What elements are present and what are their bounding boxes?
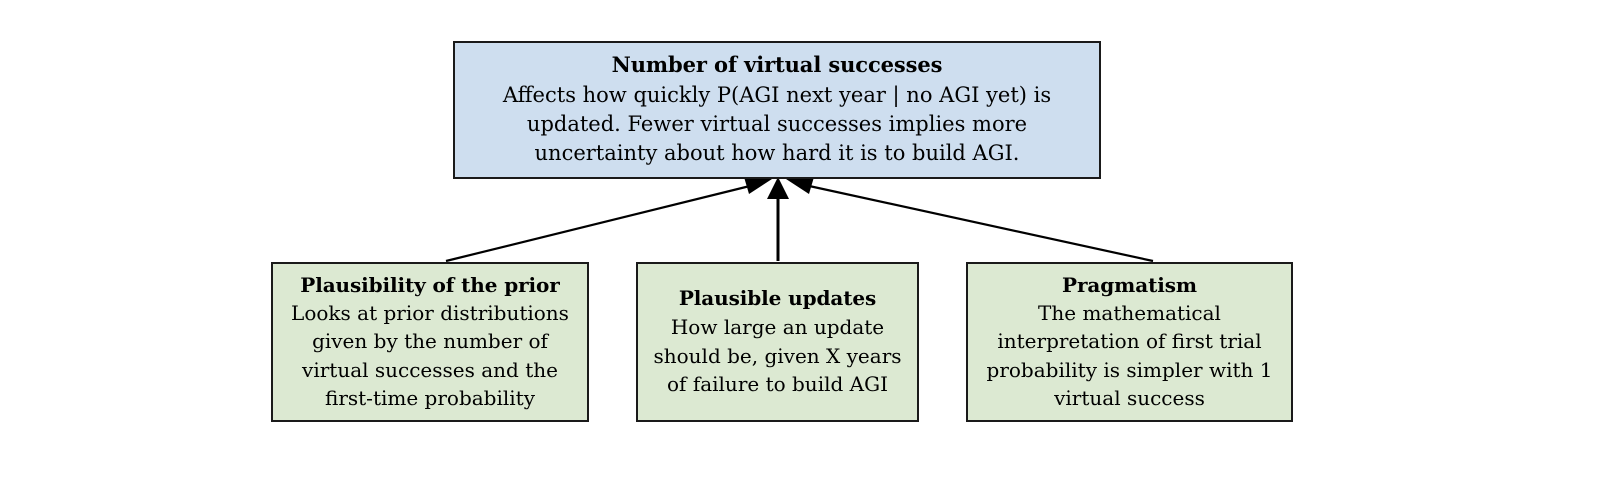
edge-plausibility-to-root (445, 177, 772, 263)
node-root-title: Number of virtual successes (611, 52, 943, 78)
node-reason-0-body: Looks at prior distributions given by th… (291, 300, 569, 410)
node-reason-0-title: Plausibility of the prior (300, 272, 560, 297)
node-plausible-updates[interactable]: Plausible updates How large an update sh… (636, 262, 919, 422)
node-number-of-virtual-successes[interactable]: Number of virtual successes Affects how … (453, 41, 1101, 179)
node-reason-2-title: Pragmatism (1062, 272, 1197, 297)
node-reason-1-title: Plausible updates (678, 286, 877, 311)
node-root-body: Affects how quickly P(AGI next year | no… (502, 82, 1052, 166)
node-pragmatism[interactable]: Pragmatism The mathematical interpretati… (966, 262, 1293, 422)
node-reason-1-body: How large an update should be, given X y… (653, 315, 902, 397)
edge-updates-to-root (767, 177, 789, 261)
node-reason-2-body: The mathematical interpretation of first… (986, 300, 1273, 410)
node-plausibility-of-the-prior[interactable]: Plausibility of the prior Looks at prior… (271, 262, 589, 422)
edge-pragmatism-to-root (786, 177, 1154, 263)
